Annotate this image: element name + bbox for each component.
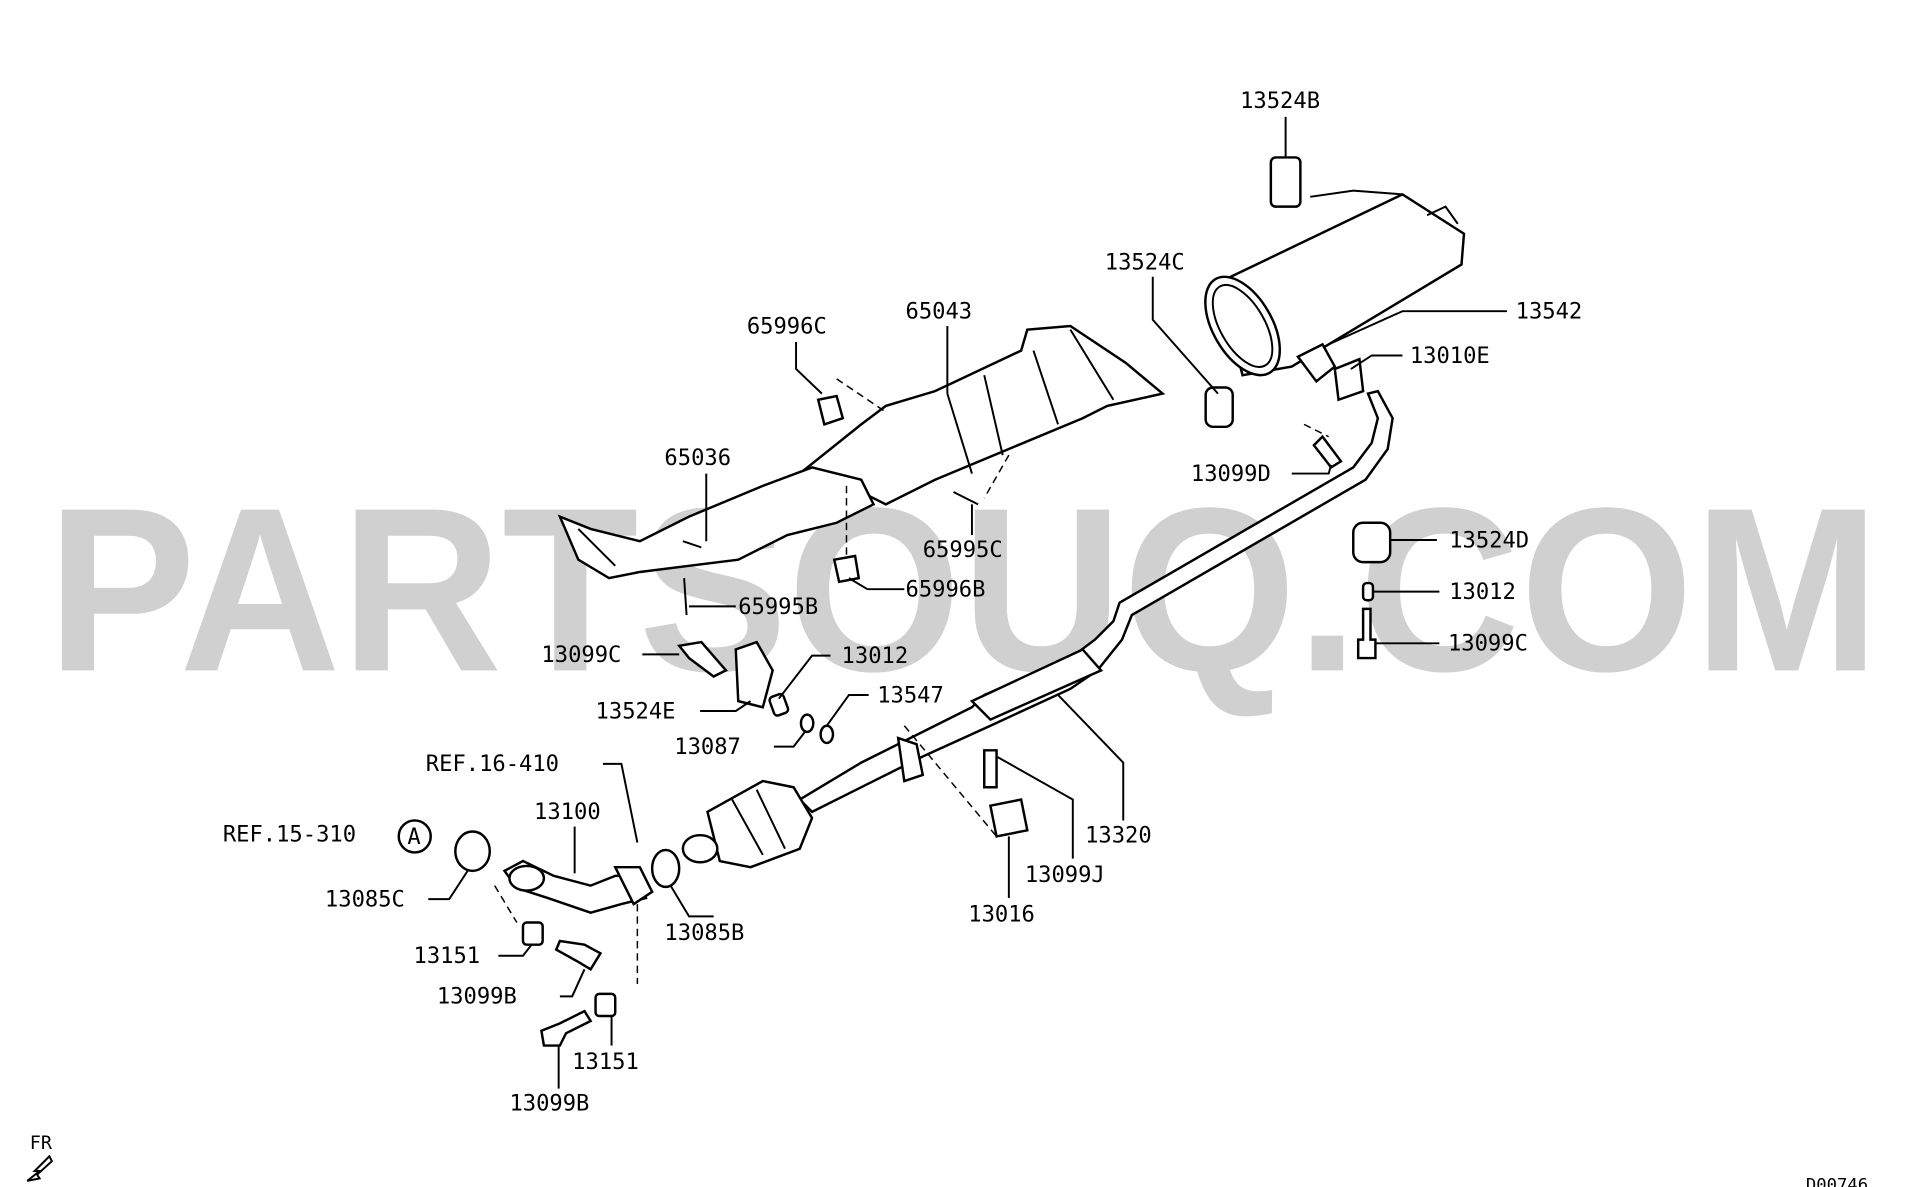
label-13010E: 13010E bbox=[1410, 343, 1490, 369]
spring-13151-b[interactable] bbox=[594, 992, 617, 1018]
washer-13087[interactable] bbox=[799, 713, 815, 734]
nut-65996C[interactable] bbox=[816, 394, 845, 426]
hanger-13524C[interactable] bbox=[1204, 386, 1234, 429]
label-ref-15-310[interactable]: REF.15-310 bbox=[223, 821, 356, 847]
gasket-13547[interactable] bbox=[819, 724, 835, 745]
label-13012-right: 13012 bbox=[1449, 579, 1516, 605]
label-65043: 65043 bbox=[906, 299, 973, 325]
front-pipe-13100[interactable] bbox=[502, 859, 654, 914]
label-13099C-right: 13099C bbox=[1448, 631, 1528, 657]
gasket-13010E[interactable] bbox=[1333, 357, 1365, 402]
label-13542: 13542 bbox=[1516, 299, 1583, 325]
center-pipe-13320[interactable] bbox=[797, 389, 1394, 814]
label-13320: 13320 bbox=[1085, 823, 1152, 849]
callout-circle-label: A bbox=[407, 824, 420, 850]
watermark: PARTSOUQ.COM bbox=[47, 458, 1880, 720]
heat-shield-65043[interactable] bbox=[797, 324, 1166, 506]
label-ref-16-410[interactable]: REF.16-410 bbox=[426, 751, 559, 777]
label-13524B: 13524B bbox=[1240, 88, 1320, 114]
bolt-13099B-b[interactable] bbox=[540, 1009, 593, 1047]
label-13100: 13100 bbox=[534, 799, 601, 825]
direction-label: FR bbox=[30, 1133, 53, 1154]
label-65036: 65036 bbox=[664, 445, 731, 471]
label-13085C: 13085C bbox=[325, 887, 405, 913]
leader-lines bbox=[428, 116, 1508, 1089]
label-13524E: 13524E bbox=[596, 698, 676, 724]
label-13547: 13547 bbox=[877, 682, 944, 708]
gasket-13085B[interactable] bbox=[650, 848, 681, 889]
front-arrow-icon bbox=[26, 1154, 54, 1182]
label-13099C-left: 13099C bbox=[541, 642, 621, 668]
nut-65996B[interactable] bbox=[832, 554, 861, 584]
heat-shield-65036[interactable] bbox=[557, 466, 876, 580]
hanger-13524B[interactable] bbox=[1269, 156, 1302, 208]
gasket-13085C[interactable] bbox=[454, 830, 492, 873]
label-13016: 13016 bbox=[968, 901, 1035, 927]
hanger-13524E[interactable] bbox=[734, 640, 775, 709]
bracket bbox=[896, 736, 925, 783]
label-13524C: 13524C bbox=[1105, 249, 1185, 275]
muffler-13542[interactable] bbox=[1190, 189, 1466, 388]
label-13151-a: 13151 bbox=[414, 943, 481, 969]
spring-13151-a[interactable] bbox=[521, 921, 544, 946]
hanger-13524D[interactable] bbox=[1352, 521, 1392, 564]
label-13012-left: 13012 bbox=[842, 643, 909, 669]
diagram-code: D00746 bbox=[1806, 1176, 1868, 1187]
rubber-13012-right[interactable] bbox=[1361, 581, 1375, 602]
catalytic-converter[interactable] bbox=[681, 779, 814, 869]
label-65995B: 65995B bbox=[738, 594, 818, 620]
callout-circle-a bbox=[397, 819, 432, 854]
label-13099B-b: 13099B bbox=[509, 1091, 589, 1117]
label-13524D: 13524D bbox=[1449, 527, 1529, 553]
bolt-13099C-right[interactable] bbox=[1356, 607, 1377, 660]
label-65996B: 65996B bbox=[906, 577, 986, 603]
clip-65995B[interactable] bbox=[683, 578, 688, 616]
bolt-13099C-left[interactable] bbox=[676, 640, 728, 678]
label-13099J: 13099J bbox=[1025, 862, 1105, 888]
label-65996C: 65996C bbox=[747, 313, 827, 339]
label-13151-b: 13151 bbox=[572, 1049, 639, 1075]
label-13099D: 13099D bbox=[1191, 461, 1271, 487]
label-13087: 13087 bbox=[674, 734, 741, 760]
bolt-13099J[interactable] bbox=[983, 749, 998, 789]
label-65995C: 65995C bbox=[923, 537, 1003, 563]
bolt-13099B-a[interactable] bbox=[554, 939, 603, 971]
label-13099B-a: 13099B bbox=[437, 984, 517, 1010]
label-13085B: 13085B bbox=[664, 920, 744, 946]
rubber-13012-left[interactable] bbox=[768, 692, 790, 717]
hanger-13016[interactable] bbox=[988, 798, 1029, 838]
clip-65995C[interactable] bbox=[953, 491, 979, 506]
